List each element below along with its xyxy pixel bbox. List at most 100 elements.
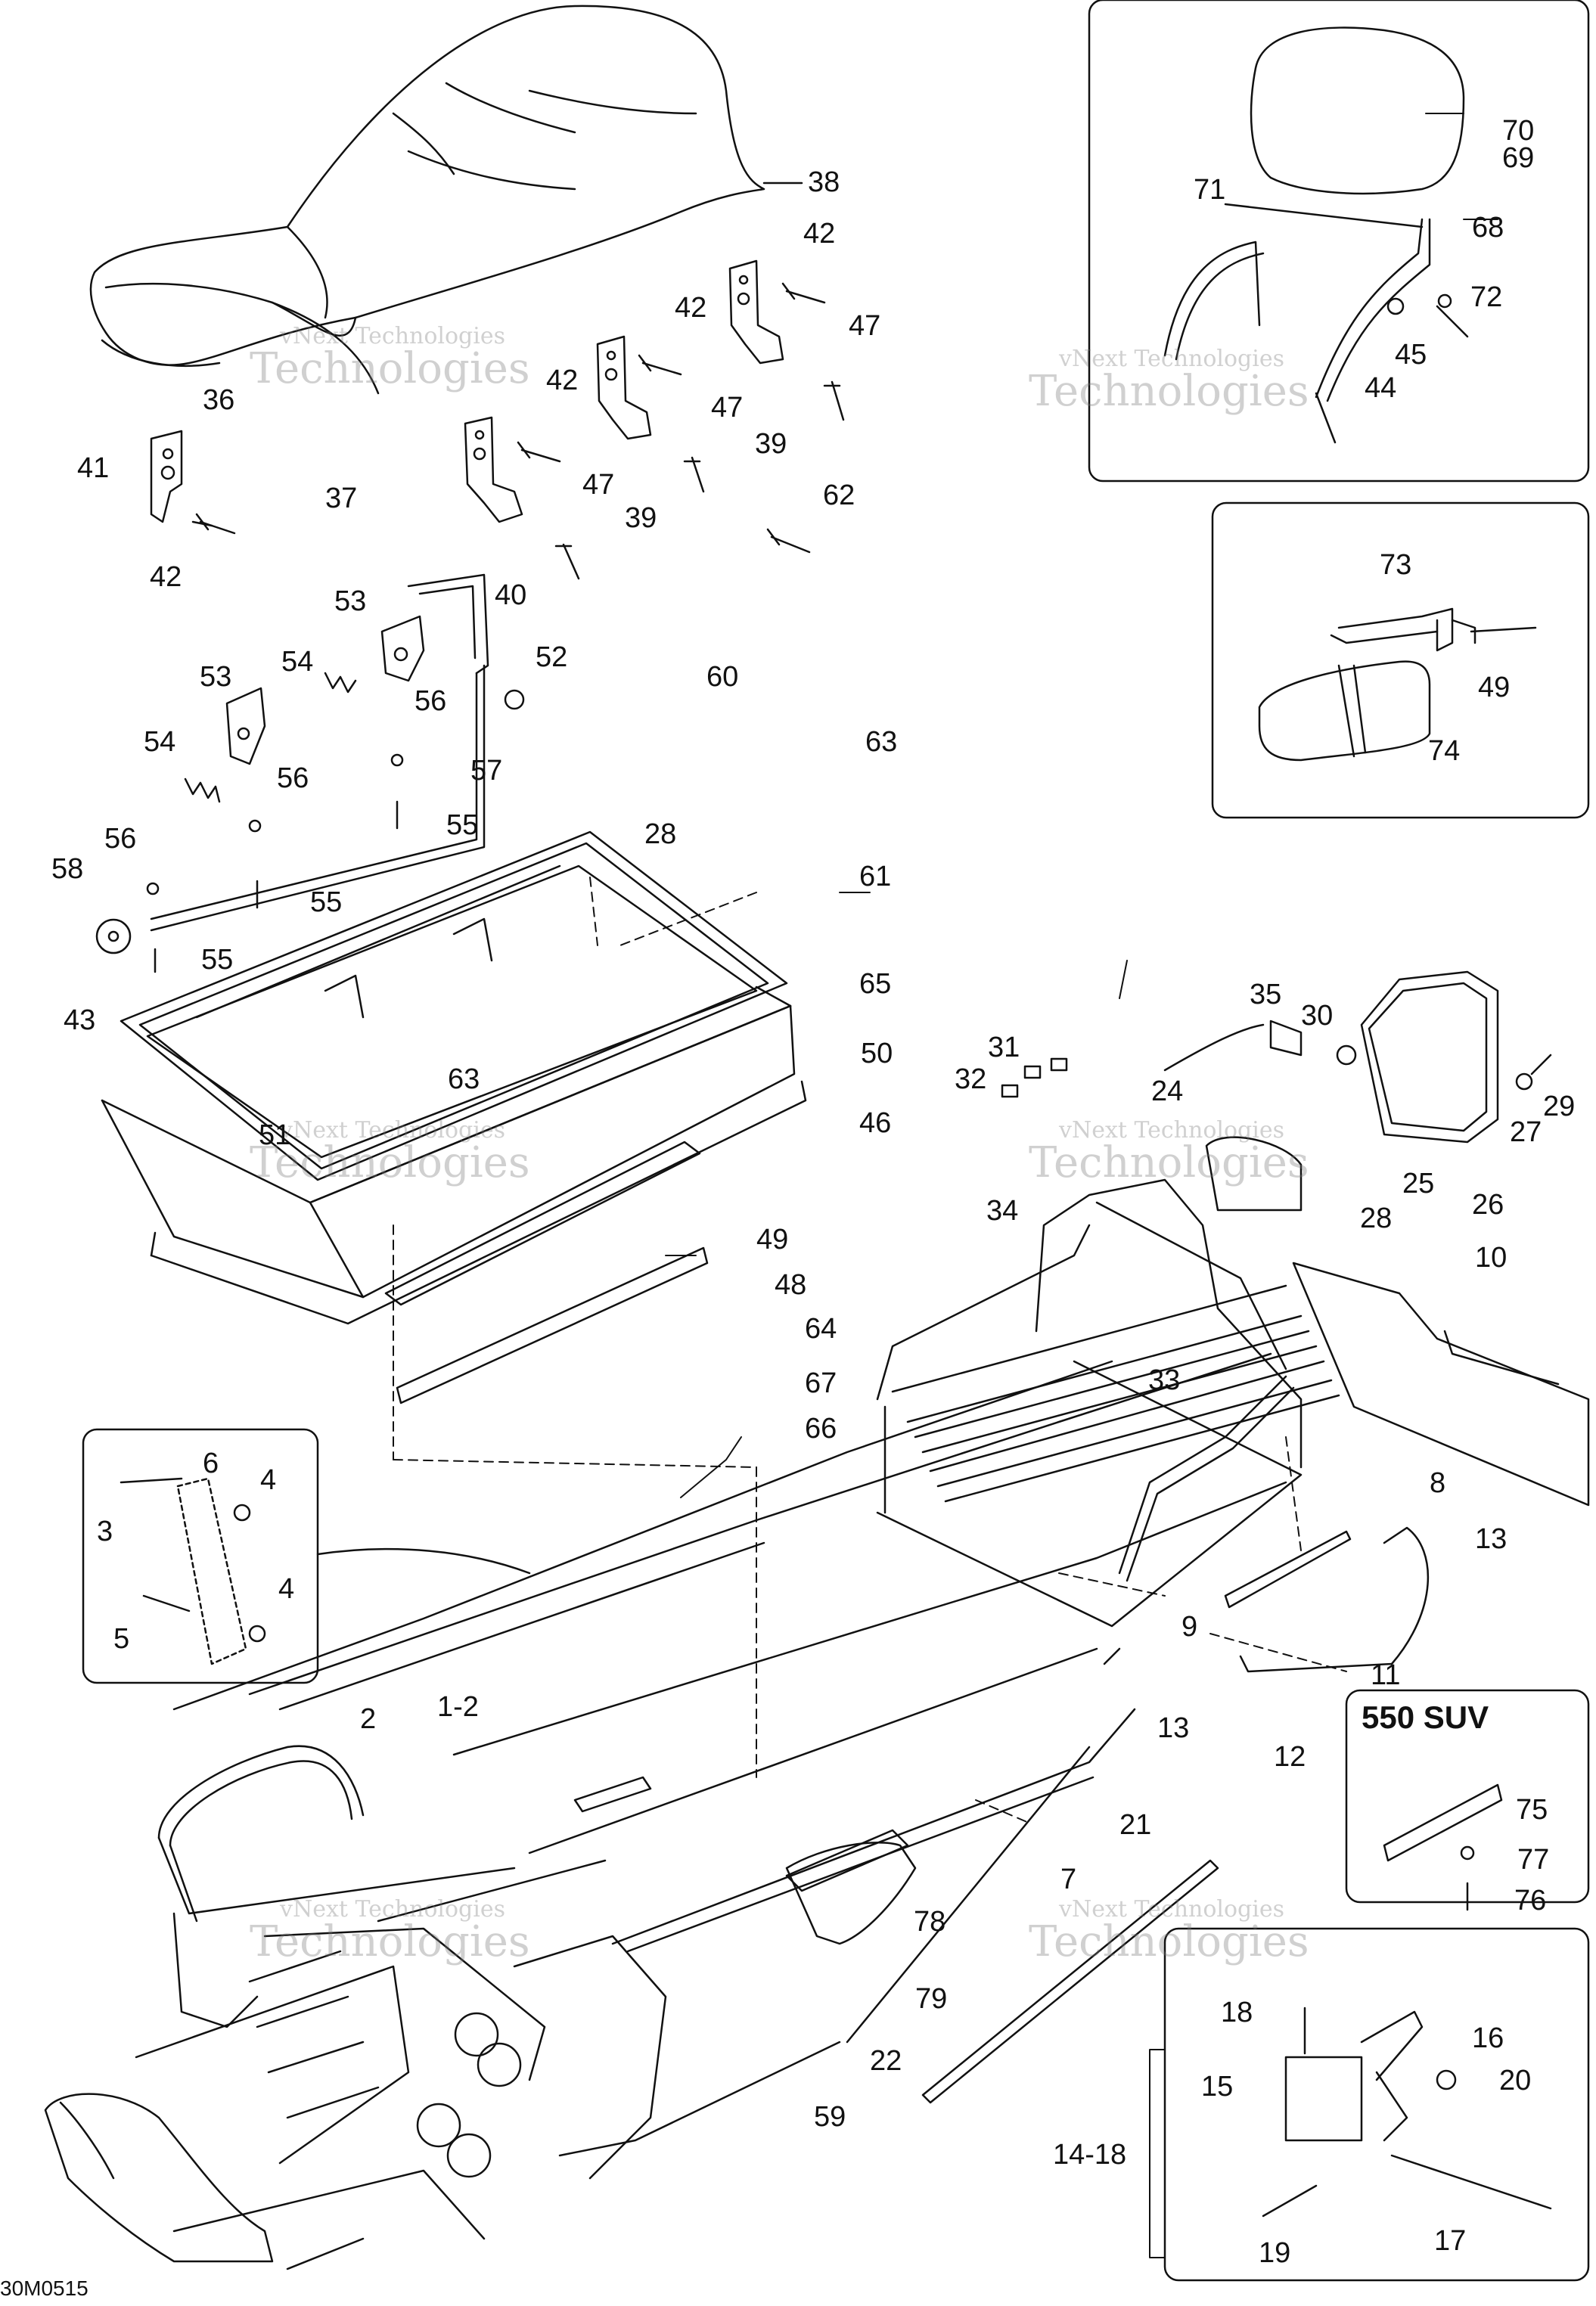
callout-43: 43 bbox=[64, 1004, 96, 1036]
callout-59: 59 bbox=[814, 2101, 846, 2133]
callout-66: 66 bbox=[805, 1413, 837, 1445]
side-rails bbox=[1224, 1526, 1430, 1673]
callout-73: 73 bbox=[1380, 549, 1412, 581]
callout-68: 68 bbox=[1472, 212, 1504, 244]
callout-42: 42 bbox=[546, 365, 579, 396]
front-bumper bbox=[44, 1745, 667, 2270]
callout-77: 77 bbox=[1517, 1844, 1550, 1876]
callout-44: 44 bbox=[1365, 372, 1397, 404]
callout-54: 54 bbox=[144, 726, 176, 758]
taillight-inset-frame bbox=[1211, 501, 1590, 819]
callout-28: 28 bbox=[644, 818, 677, 850]
callout-35: 35 bbox=[1250, 979, 1282, 1010]
callout-55: 55 bbox=[446, 809, 479, 841]
callout-13: 13 bbox=[1475, 1523, 1508, 1555]
callout-47: 47 bbox=[582, 469, 615, 501]
callout-42: 42 bbox=[150, 561, 182, 593]
backrest-inset-frame bbox=[1088, 0, 1590, 483]
callout-12: 12 bbox=[1274, 1741, 1306, 1773]
hitch bbox=[1262, 2006, 1552, 2218]
callout-11: 11 bbox=[1371, 1659, 1401, 1691]
callout-63: 63 bbox=[865, 726, 898, 758]
callout-40: 40 bbox=[495, 579, 527, 611]
callout-38: 38 bbox=[808, 166, 840, 198]
callout-62: 62 bbox=[823, 480, 855, 511]
callout-32: 32 bbox=[955, 1063, 987, 1095]
taillight-drawing bbox=[1258, 607, 1537, 762]
callout-39: 39 bbox=[755, 428, 787, 460]
footrest bbox=[785, 1842, 1219, 2104]
callout-48: 48 bbox=[775, 1269, 807, 1301]
callout-7: 7 bbox=[1060, 1864, 1077, 1895]
callout-13: 13 bbox=[1157, 1712, 1190, 1744]
inset-title: 550 SUV bbox=[1362, 1699, 1489, 1735]
callout-56: 56 bbox=[415, 685, 447, 717]
callout-31: 31 bbox=[988, 1032, 1020, 1063]
callout-18: 18 bbox=[1221, 1997, 1253, 2028]
callout-9: 9 bbox=[1181, 1611, 1198, 1643]
callout-24: 24 bbox=[1151, 1075, 1184, 1107]
fender-arc bbox=[316, 1547, 531, 1575]
callout-71: 71 bbox=[1194, 174, 1226, 206]
callout-57: 57 bbox=[470, 755, 503, 787]
callout-75: 75 bbox=[1516, 1794, 1548, 1826]
callout-54: 54 bbox=[281, 646, 314, 678]
callout-63: 63 bbox=[448, 1063, 480, 1095]
callout-42: 42 bbox=[675, 292, 707, 324]
callout-41: 41 bbox=[77, 452, 110, 484]
snow-flap bbox=[1292, 1262, 1590, 1507]
callout-15: 15 bbox=[1201, 2071, 1234, 2103]
shock-absorber bbox=[120, 1477, 266, 1665]
callout-6: 6 bbox=[203, 1448, 219, 1479]
callout-72: 72 bbox=[1470, 281, 1503, 313]
callout-46: 46 bbox=[859, 1107, 892, 1139]
callout-52: 52 bbox=[536, 641, 568, 673]
callout-34: 34 bbox=[986, 1195, 1019, 1227]
seat-drawing bbox=[89, 5, 765, 395]
callout-3: 3 bbox=[97, 1516, 113, 1547]
backrest-drawing bbox=[1163, 26, 1469, 444]
callout-29: 29 bbox=[1543, 1091, 1576, 1122]
callout-47: 47 bbox=[711, 392, 744, 424]
callout-37: 37 bbox=[325, 483, 358, 514]
callout-53: 53 bbox=[200, 661, 232, 693]
callout-47: 47 bbox=[849, 310, 881, 342]
callout-79: 79 bbox=[915, 1983, 948, 2015]
callout-65: 65 bbox=[859, 968, 892, 1000]
callout-4: 4 bbox=[278, 1573, 295, 1605]
callout-78: 78 bbox=[914, 1906, 946, 1938]
callout-17: 17 bbox=[1434, 2225, 1467, 2257]
callout-56: 56 bbox=[277, 762, 309, 794]
leader-lines bbox=[665, 113, 1498, 2258]
callout-55: 55 bbox=[201, 944, 234, 976]
latch-assembly bbox=[95, 573, 525, 973]
callout-64: 64 bbox=[805, 1313, 837, 1345]
seat-brackets bbox=[150, 259, 784, 523]
callout-49: 49 bbox=[1478, 672, 1511, 703]
callout-20: 20 bbox=[1499, 2065, 1532, 2097]
callout-14-18: 14-18 bbox=[1053, 2139, 1127, 2171]
rear-rack bbox=[876, 1178, 1340, 1628]
callout-49: 49 bbox=[756, 1224, 789, 1255]
callout-16: 16 bbox=[1472, 2022, 1504, 2054]
callout-76: 76 bbox=[1514, 1885, 1547, 1916]
callout-22: 22 bbox=[870, 2045, 902, 2077]
callout-56: 56 bbox=[104, 823, 137, 855]
callout-21: 21 bbox=[1119, 1809, 1152, 1841]
callout-19: 19 bbox=[1259, 2237, 1291, 2269]
pins bbox=[191, 282, 845, 580]
callout-69: 69 bbox=[1502, 142, 1535, 174]
callout-1-2: 1-2 bbox=[437, 1691, 479, 1723]
box-hinge-rail bbox=[384, 1141, 701, 1306]
callout-42: 42 bbox=[803, 218, 836, 250]
drawing-code: 30M0515 bbox=[0, 2277, 88, 2300]
callout-61: 61 bbox=[859, 861, 892, 892]
callout-51: 51 bbox=[259, 1119, 291, 1151]
callout-33: 33 bbox=[1148, 1364, 1181, 1396]
